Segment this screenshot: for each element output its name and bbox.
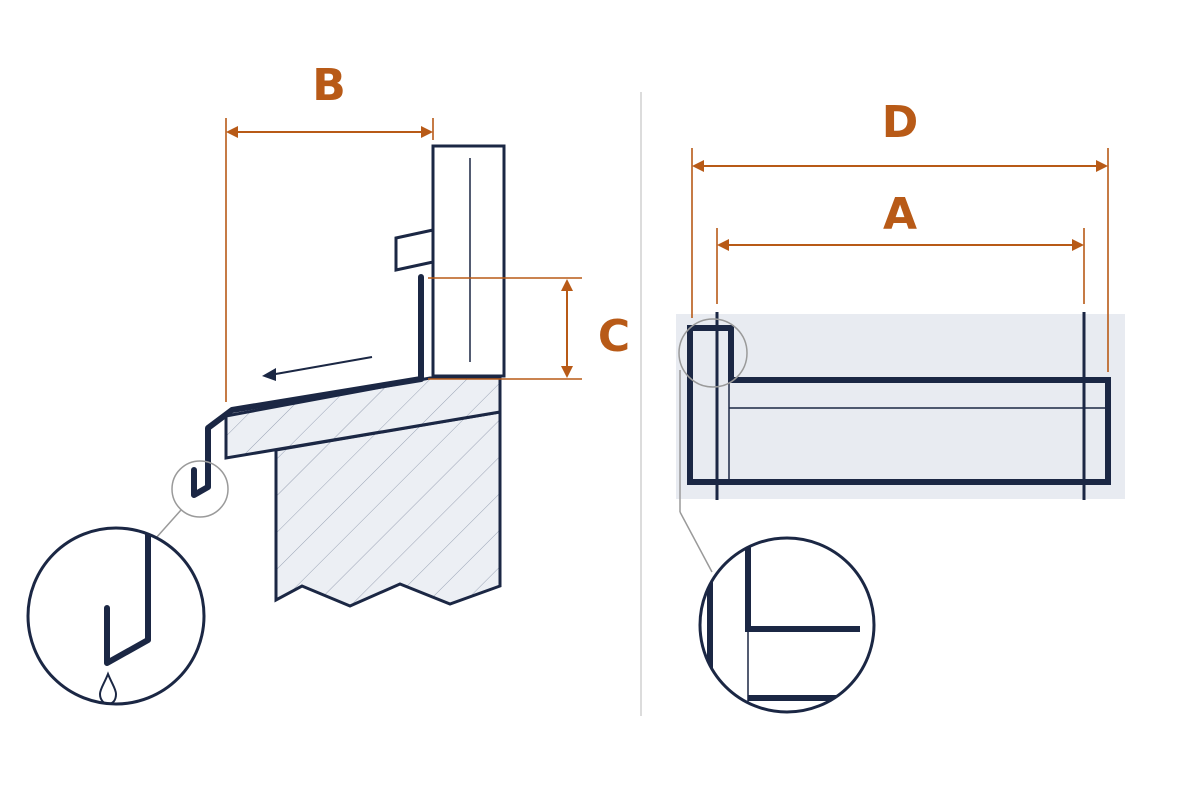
dimension-a: [716, 228, 1085, 304]
dimension-label-c: C: [598, 311, 630, 362]
side-section-view: B C: [26, 60, 630, 706]
dimension-label-b: B: [312, 60, 346, 111]
window-frame: [431, 144, 506, 378]
drip-callout-ring: [171, 460, 229, 518]
dimension-d: [691, 148, 1109, 372]
front-view: D A: [676, 97, 1125, 714]
masonry-wall: [274, 410, 502, 608]
sill-flashing: [191, 274, 424, 498]
drainage-arrow: [262, 356, 373, 381]
corner-callout-ring: [678, 318, 748, 388]
frame-tab: [394, 228, 435, 272]
opening-shade: [676, 314, 1125, 499]
dimension-label-d: D: [882, 97, 919, 148]
drip-callout-leader: [155, 509, 182, 539]
dimension-label-a: A: [883, 189, 917, 240]
corner-detail: [698, 536, 876, 714]
sill-flashing-front: [687, 325, 1111, 485]
drip-edge-detail: [26, 526, 206, 706]
dimension-c: [428, 277, 582, 380]
water-drop-icon: [98, 671, 118, 704]
dimension-b: [225, 118, 434, 402]
